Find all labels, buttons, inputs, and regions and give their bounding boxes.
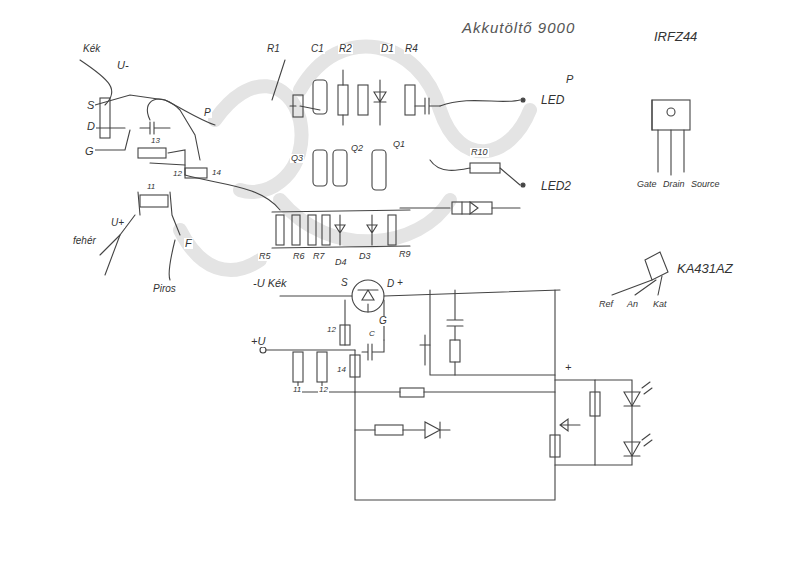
- part-label: Ref: [598, 300, 614, 309]
- part-label: LED: [540, 94, 565, 106]
- part-label: R1: [266, 44, 281, 54]
- part-label: Source: [690, 180, 721, 189]
- sketch-title: Akkutöltő 9000: [462, 20, 575, 35]
- part-label: -U Kék: [252, 278, 288, 289]
- part-label: G: [378, 316, 388, 326]
- part-label: C: [368, 330, 376, 338]
- part-label: 12: [318, 386, 329, 394]
- part-label: D: [86, 121, 96, 132]
- part-label: Q2: [350, 144, 364, 153]
- part-label: R2: [338, 44, 353, 54]
- part-label: R10: [470, 148, 489, 157]
- part-label: P: [565, 74, 574, 85]
- part-label: D4: [334, 258, 348, 267]
- part-label: D: [386, 279, 395, 289]
- part-label: R7: [312, 252, 326, 261]
- part-label: P: [203, 108, 212, 118]
- part-label: 14: [211, 169, 222, 177]
- part-label: +U: [250, 336, 266, 347]
- part-label: D1: [380, 44, 395, 54]
- part-label: 14: [336, 366, 347, 374]
- part-label: 11: [146, 183, 156, 191]
- part-label: Kék: [82, 44, 101, 54]
- part-label: F: [184, 238, 193, 249]
- part-label: Q1: [392, 140, 406, 149]
- part-label: R4: [404, 44, 419, 54]
- part-label: Drain: [662, 180, 686, 189]
- part-label: 12: [172, 170, 183, 178]
- part-label: IRFZ44: [653, 30, 698, 43]
- part-label: Kat: [652, 300, 668, 309]
- part-label: G: [84, 146, 95, 157]
- part-label: +: [564, 362, 572, 373]
- part-label: Q3: [290, 154, 304, 163]
- part-label: KA431AZ: [676, 262, 734, 275]
- part-label: R6: [292, 252, 306, 261]
- part-label: +: [396, 278, 404, 288]
- part-label: R5: [258, 252, 272, 261]
- part-label: LED2: [540, 180, 572, 192]
- part-label: 12: [326, 326, 337, 334]
- part-label: S: [340, 278, 349, 288]
- part-label: An: [626, 300, 639, 309]
- part-label: S: [86, 100, 95, 111]
- part-label: 13: [150, 137, 161, 145]
- part-label: C1: [310, 44, 325, 54]
- part-label: Gate: [636, 180, 658, 189]
- part-label: 11: [292, 386, 302, 394]
- part-label: U+: [110, 218, 125, 228]
- part-label: U-: [116, 60, 130, 71]
- part-label: Piros: [152, 284, 177, 294]
- part-label: fehér: [72, 236, 97, 246]
- part-label: D3: [358, 252, 372, 261]
- part-label: R9: [398, 250, 412, 259]
